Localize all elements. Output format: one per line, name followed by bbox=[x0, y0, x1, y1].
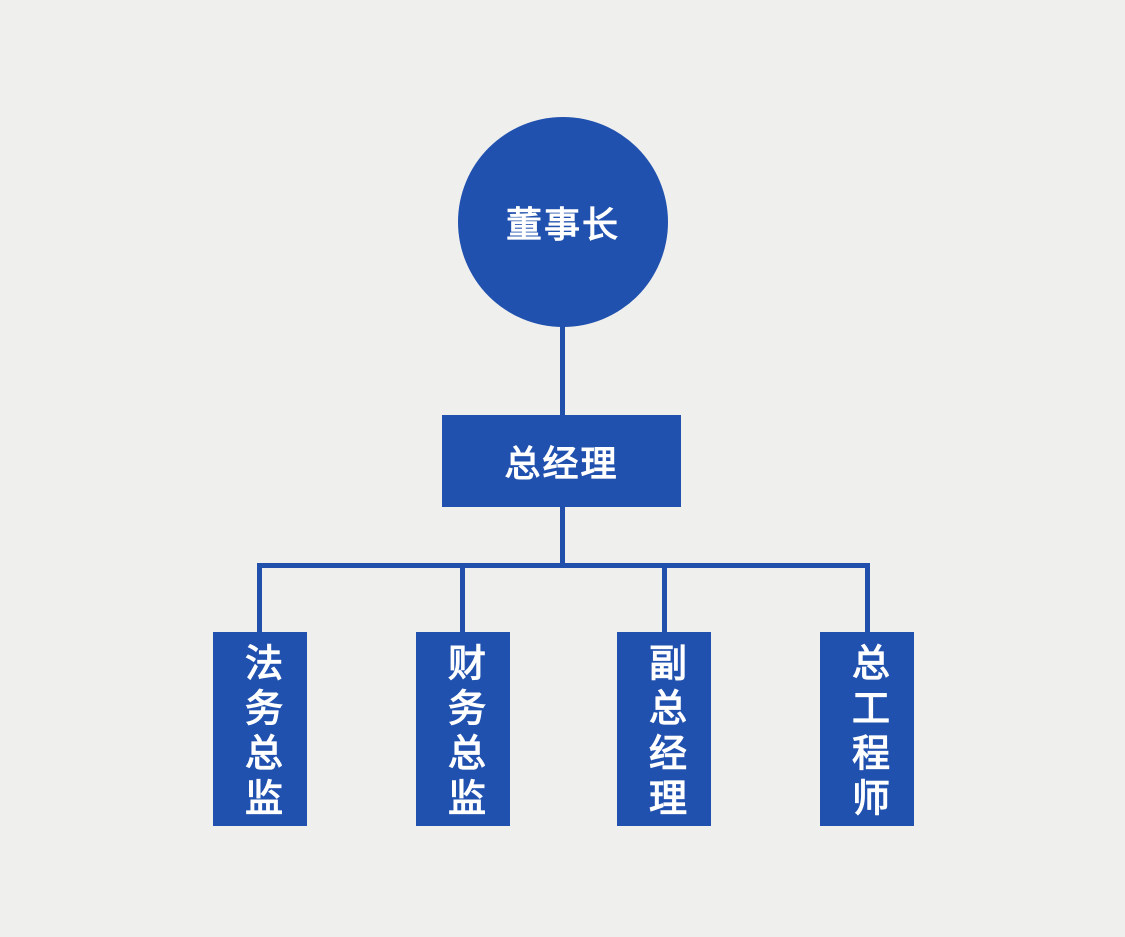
connector-bus-line bbox=[257, 563, 870, 568]
node-chairman-label: 董事长 bbox=[505, 204, 620, 245]
connector-gm-to-bus bbox=[560, 505, 565, 565]
node-deputy-general-manager-label: 副总经理 bbox=[642, 642, 685, 823]
node-legal-director-label: 法务总监 bbox=[238, 642, 281, 823]
connector-chairman-to-gm bbox=[560, 325, 565, 417]
node-general-manager-label: 总经理 bbox=[504, 443, 619, 484]
node-chief-engineer-label: 总工程师 bbox=[845, 642, 888, 823]
connector-drop-legal-director bbox=[257, 563, 262, 633]
node-finance-director[interactable]: 财务总监 bbox=[416, 632, 510, 826]
node-deputy-general-manager[interactable]: 副总经理 bbox=[617, 632, 711, 826]
node-chief-engineer[interactable]: 总工程师 bbox=[820, 632, 914, 826]
connector-drop-chief-engineer bbox=[865, 563, 870, 633]
node-general-manager[interactable]: 总经理 bbox=[442, 415, 681, 507]
node-chairman[interactable]: 董事长 bbox=[458, 117, 668, 327]
node-legal-director[interactable]: 法务总监 bbox=[213, 632, 307, 826]
connector-drop-finance-director bbox=[460, 563, 465, 633]
node-finance-director-label: 财务总监 bbox=[441, 642, 484, 823]
connector-drop-deputy-gm bbox=[662, 563, 667, 633]
